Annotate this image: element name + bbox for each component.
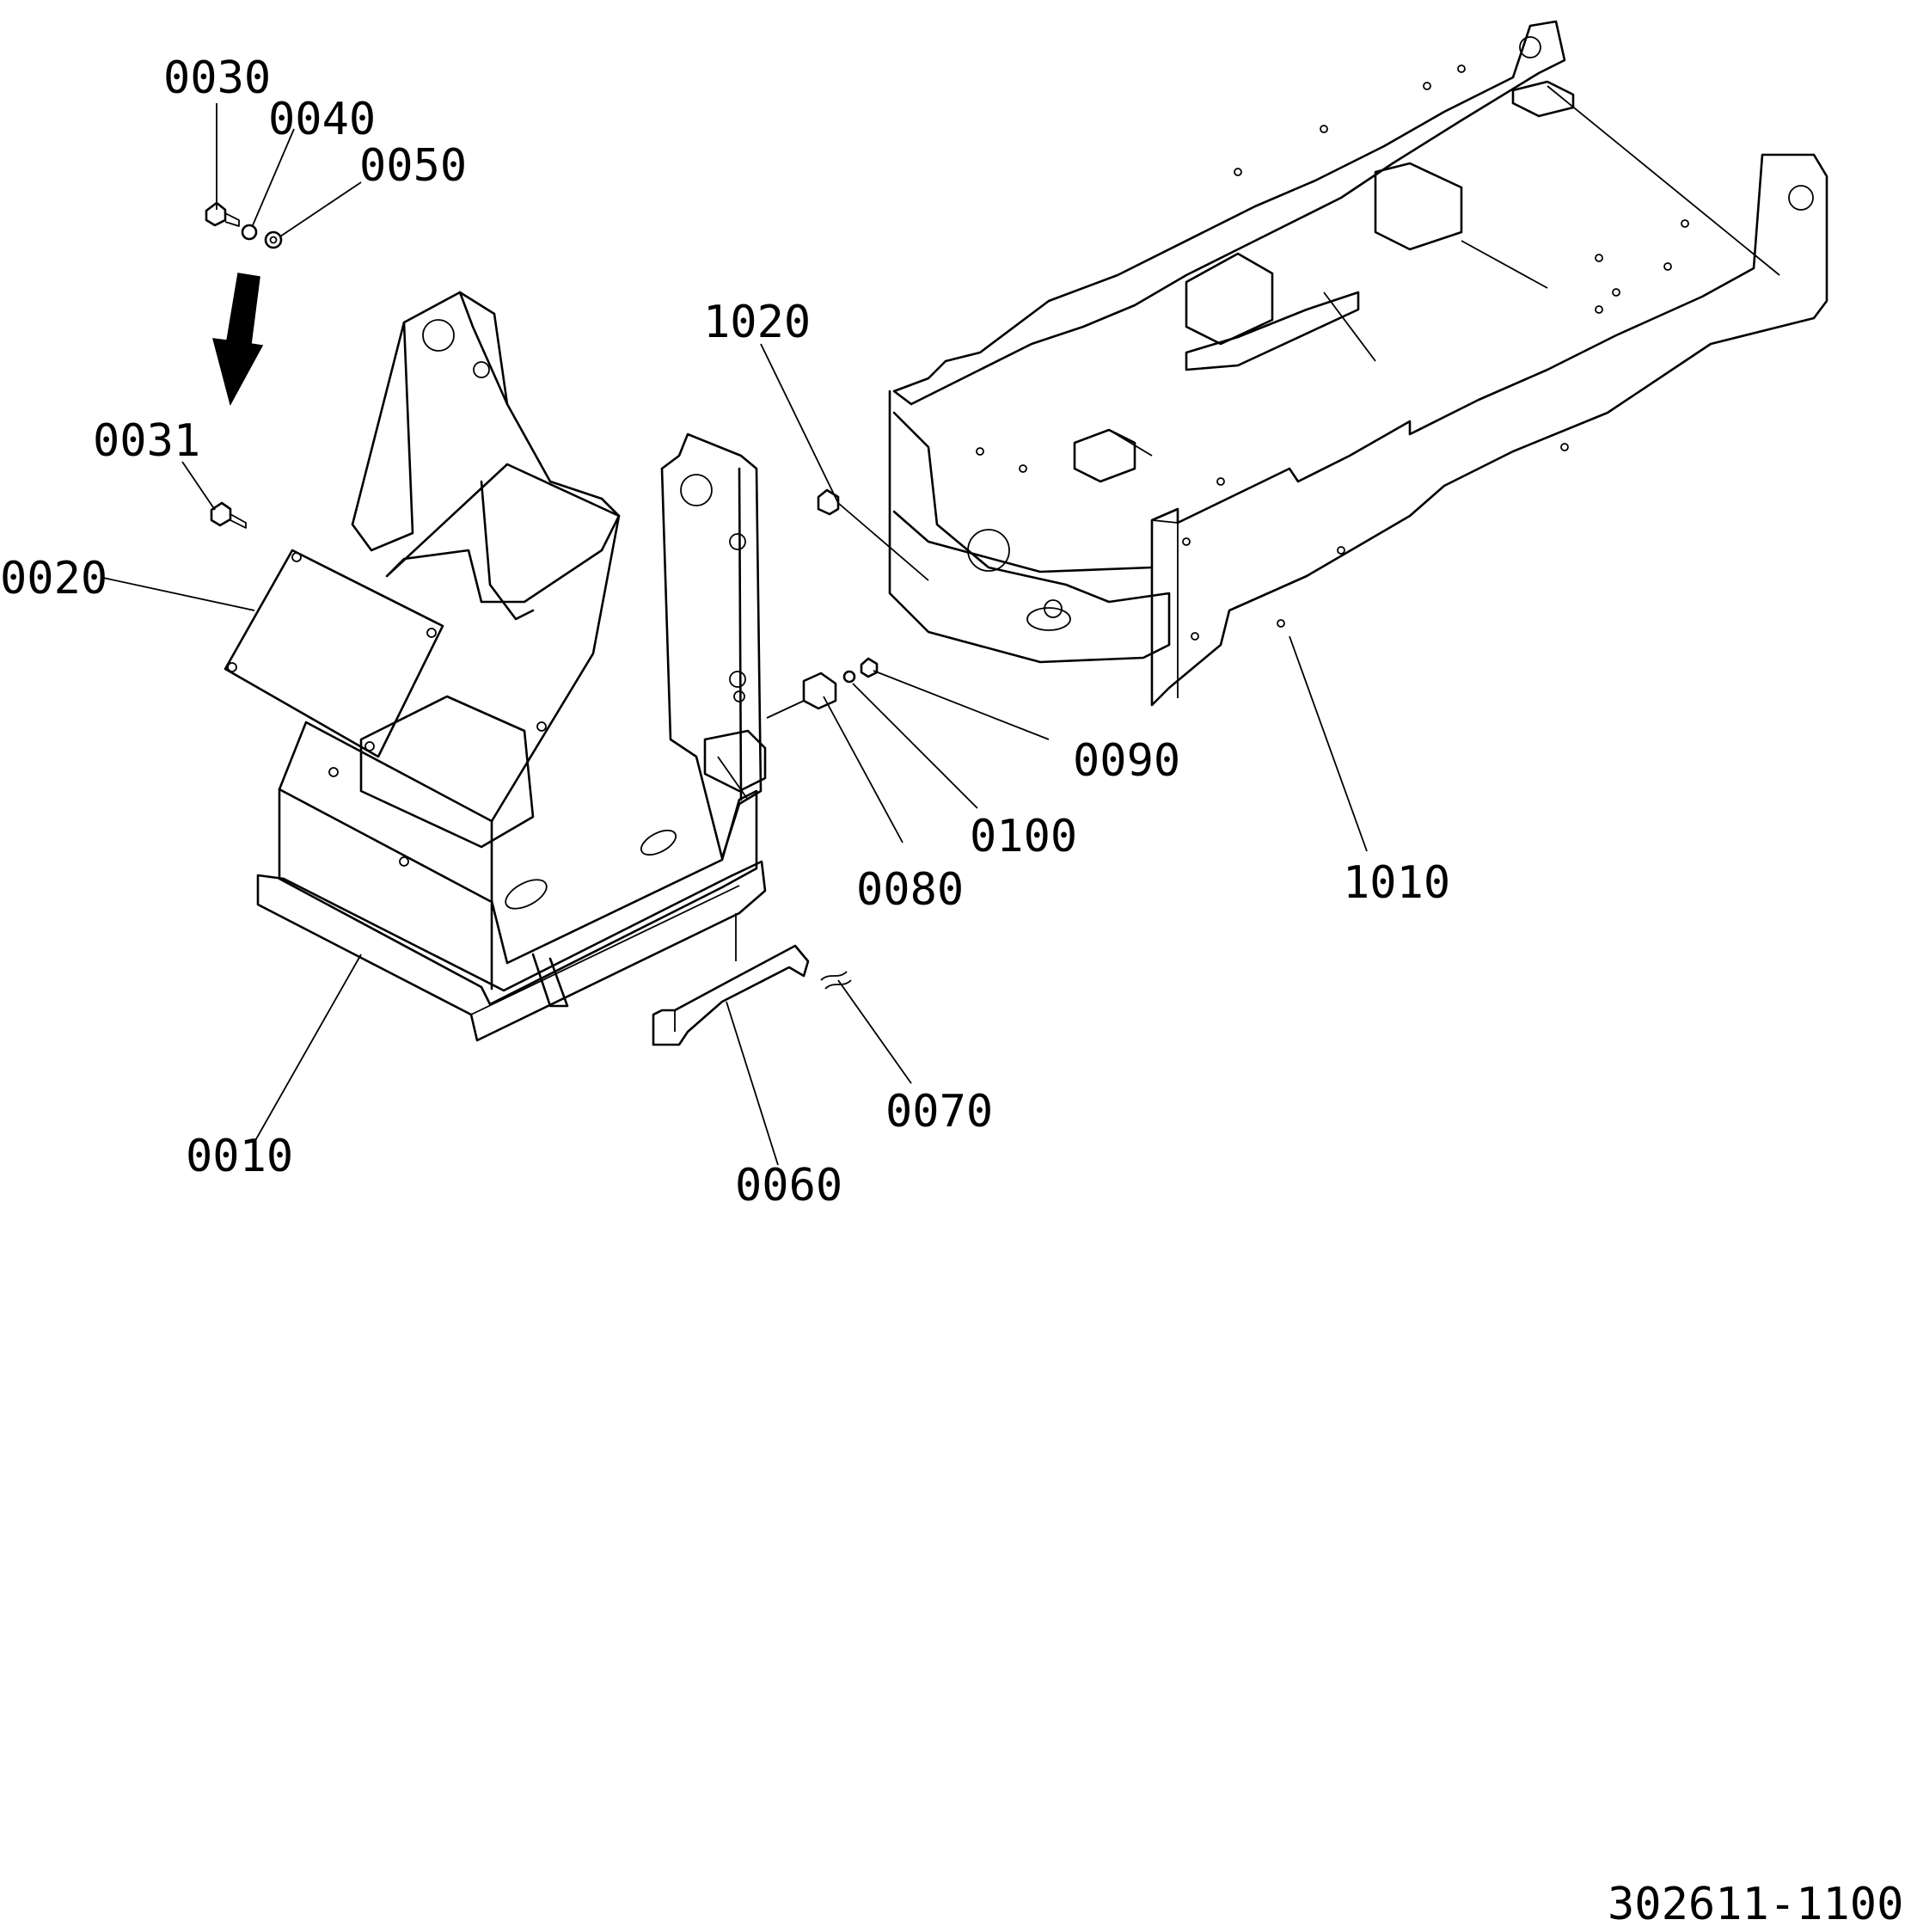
fastener-0090-bolt (860, 657, 879, 678)
label-1010: 1010 (1343, 857, 1450, 909)
part-0070-clip (820, 971, 852, 990)
fastener-0080-block (802, 672, 837, 710)
fastener-0030-bolt (205, 201, 240, 227)
label-0030: 0030 (163, 52, 271, 104)
leader-lines (102, 103, 1368, 1166)
fastener-0050-washer (264, 230, 283, 249)
label-0100: 0100 (970, 811, 1077, 862)
drawing-code: 302611-11000 (1608, 1879, 1905, 1930)
label-0060: 0060 (735, 1160, 842, 1211)
label-0080: 0080 (856, 864, 964, 916)
down-arrow-icon (211, 273, 264, 407)
part-0010-front-frame (256, 291, 767, 1042)
label-1020: 1020 (703, 297, 811, 348)
part-1010-main-frame (888, 20, 1828, 707)
part-0060-pin (652, 944, 810, 1046)
fastener-0031-bolt (210, 501, 247, 529)
label-0020: 0020 (0, 553, 107, 604)
label-0040: 0040 (268, 94, 376, 145)
part-0020-cover-plate (224, 549, 444, 758)
label-0070: 0070 (885, 1086, 993, 1138)
label-0031: 0031 (93, 415, 200, 467)
label-0050: 0050 (359, 140, 467, 192)
fastener-0100-washer (842, 670, 856, 684)
label-0010: 0010 (186, 1131, 293, 1182)
fastener-1020-grease-fitting (817, 488, 840, 516)
label-0090: 0090 (1073, 735, 1180, 787)
fastener-0040-spring-washer (241, 224, 258, 241)
